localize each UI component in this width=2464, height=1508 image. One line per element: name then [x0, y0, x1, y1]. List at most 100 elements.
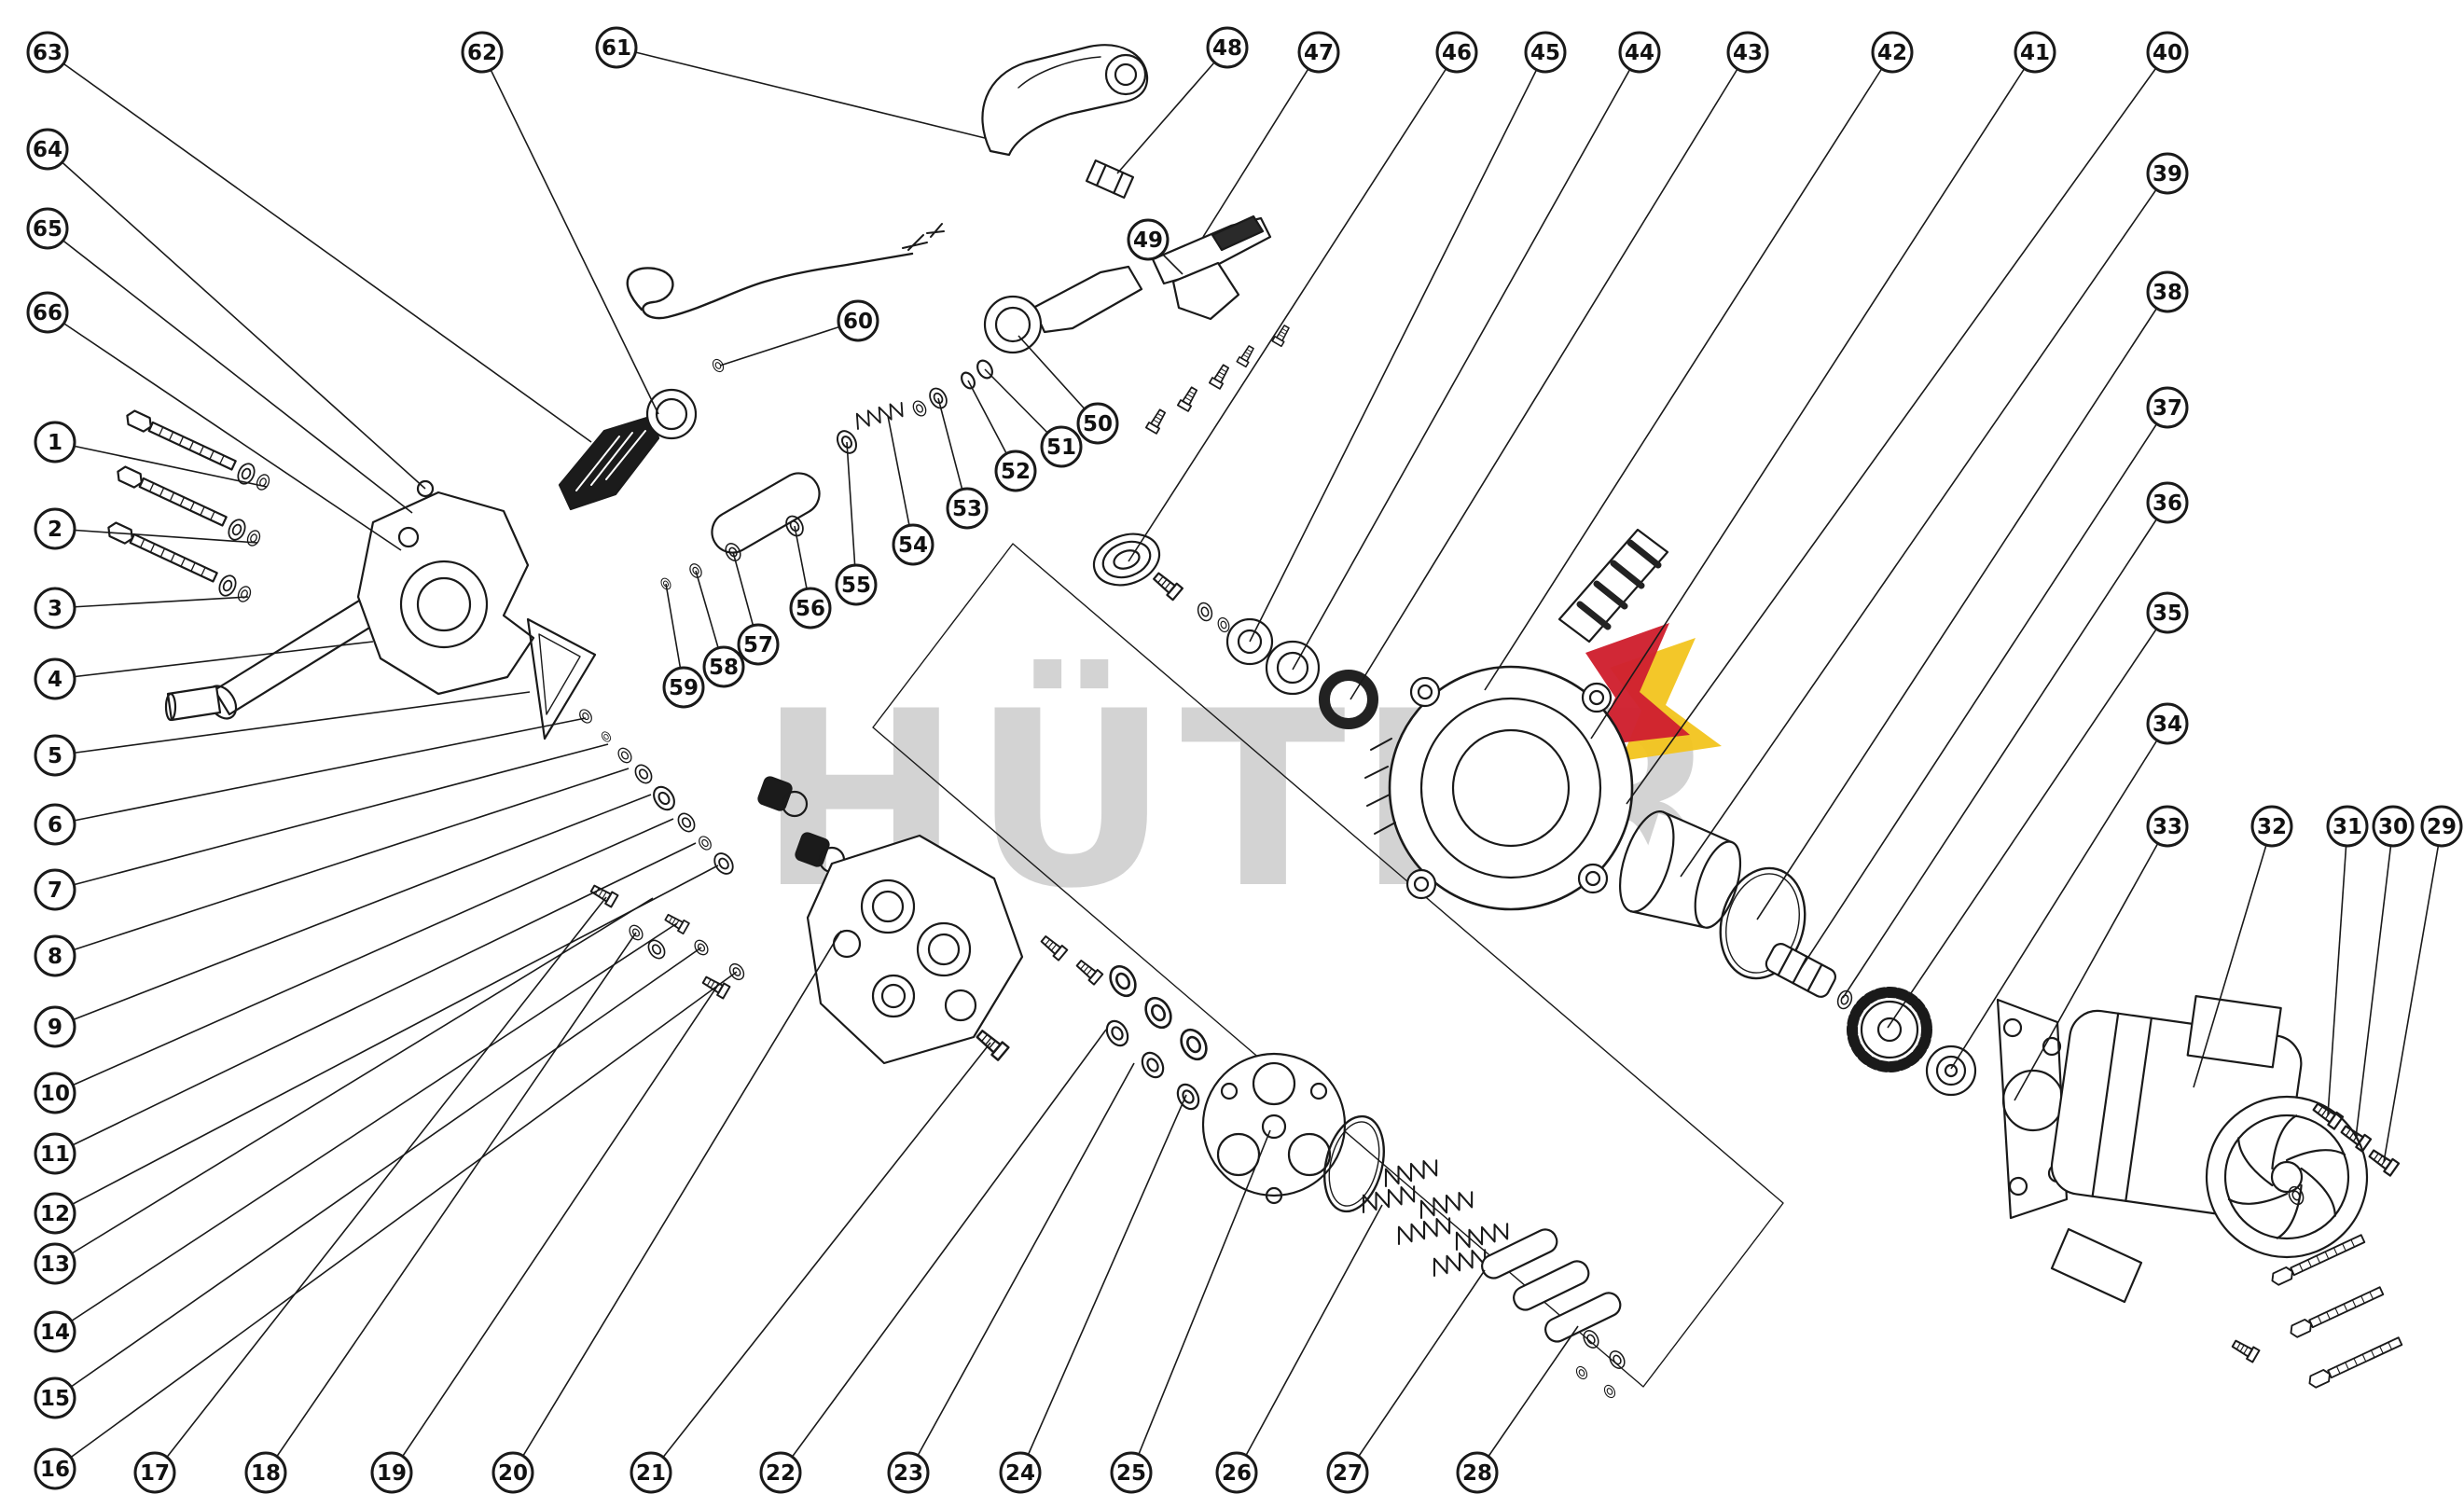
- svg-text:65: 65: [33, 217, 62, 242]
- callout-1: 1: [34, 421, 76, 463]
- callout-41: 41: [2014, 31, 2056, 74]
- leader-line-25: [1130, 1129, 1271, 1473]
- leader-line-28: [1476, 1325, 1579, 1473]
- svg-text:31: 31: [2332, 815, 2362, 839]
- svg-text:42: 42: [1877, 41, 1907, 65]
- callout-38: 38: [2146, 270, 2189, 313]
- callout-7: 7: [34, 868, 76, 911]
- svg-text:15: 15: [40, 1387, 70, 1411]
- svg-text:41: 41: [2020, 41, 2050, 65]
- piston-washers: [1573, 1327, 1628, 1401]
- svg-text:37: 37: [2153, 396, 2182, 421]
- leader-line-35: [1887, 612, 2168, 1029]
- callout-20: 20: [491, 1451, 534, 1494]
- svg-text:21: 21: [636, 1461, 666, 1486]
- callout-36: 36: [2146, 481, 2189, 524]
- callout-11: 11: [34, 1132, 76, 1175]
- svg-text:35: 35: [2153, 602, 2182, 626]
- leader-line-54: [887, 415, 914, 546]
- svg-text:64: 64: [33, 138, 62, 162]
- svg-text:4: 4: [48, 668, 62, 692]
- pump-head: [356, 491, 535, 696]
- svg-text:25: 25: [1116, 1461, 1146, 1486]
- svg-text:38: 38: [2153, 281, 2182, 305]
- callout-42: 42: [1871, 31, 1914, 74]
- svg-text:32: 32: [2257, 815, 2287, 839]
- leader-line-36: [1842, 502, 2168, 999]
- leader-line-34: [1950, 723, 2168, 1070]
- callout-60: 60: [837, 299, 879, 342]
- cylinder-sleeve: [1619, 810, 1742, 933]
- eccentric-shaft: [1765, 943, 1836, 998]
- callout-2: 2: [34, 507, 76, 550]
- callout-51: 51: [1040, 425, 1083, 468]
- svg-text:26: 26: [1222, 1461, 1252, 1486]
- leader-line-1: [54, 441, 268, 488]
- callout-47: 47: [1297, 31, 1340, 74]
- callout-64: 64: [26, 128, 69, 171]
- svg-text:40: 40: [2153, 41, 2182, 65]
- gun-internals: [658, 384, 951, 592]
- callout-21: 21: [630, 1451, 672, 1494]
- leader-line-7: [54, 743, 609, 891]
- svg-text:17: 17: [140, 1461, 170, 1486]
- callout-35: 35: [2146, 591, 2189, 634]
- svg-text:3: 3: [48, 597, 62, 621]
- svg-text:19: 19: [377, 1461, 407, 1486]
- callout-65: 65: [26, 207, 69, 250]
- callout-46: 46: [1435, 31, 1478, 74]
- leader-line-23: [907, 1062, 1135, 1473]
- svg-text:51: 51: [1046, 436, 1076, 460]
- svg-text:28: 28: [1462, 1461, 1492, 1486]
- callout-61: 61: [595, 26, 638, 69]
- motor-bracket: [1996, 998, 2069, 1220]
- gun-body: [961, 214, 1272, 390]
- leader-line-13: [54, 897, 654, 1265]
- seal-series: [576, 706, 738, 879]
- callout-9: 9: [34, 1005, 76, 1048]
- callout-19: 19: [370, 1451, 413, 1494]
- svg-text:57: 57: [743, 633, 773, 657]
- leader-line-21: [650, 1042, 991, 1473]
- svg-text:29: 29: [2427, 815, 2457, 839]
- callout-25: 25: [1110, 1451, 1153, 1494]
- callout-66: 66: [26, 291, 69, 334]
- svg-text:50: 50: [1083, 412, 1113, 436]
- leader-line-2: [54, 528, 258, 544]
- svg-text:53: 53: [952, 497, 982, 521]
- leader-lines: [47, 47, 2443, 1473]
- gun-screws: [1144, 323, 1293, 435]
- svg-text:18: 18: [251, 1461, 281, 1486]
- svg-text:2: 2: [48, 518, 62, 542]
- callout-52: 52: [994, 450, 1037, 492]
- mounting-bolts: [104, 408, 272, 604]
- leader-line-42: [1484, 51, 1893, 691]
- svg-text:43: 43: [1733, 41, 1763, 65]
- bellows-boot: [558, 356, 727, 511]
- svg-text:30: 30: [2378, 815, 2408, 839]
- svg-text:22: 22: [766, 1461, 796, 1486]
- svg-text:45: 45: [1530, 41, 1560, 65]
- callout-50: 50: [1076, 402, 1119, 445]
- svg-text:33: 33: [2153, 815, 2182, 839]
- leader-line-39: [1680, 173, 2168, 878]
- leader-line-27: [1347, 1269, 1486, 1473]
- svg-text:48: 48: [1212, 36, 1242, 61]
- callout-14: 14: [34, 1310, 76, 1353]
- svg-text:63: 63: [33, 41, 62, 65]
- callout-32: 32: [2250, 805, 2293, 848]
- svg-text:14: 14: [40, 1321, 70, 1345]
- leader-line-8: [54, 768, 630, 957]
- leader-line-44: [1292, 51, 1640, 671]
- callout-63: 63: [26, 31, 69, 74]
- svg-text:47: 47: [1304, 41, 1334, 65]
- pump-housing: [1364, 528, 1669, 911]
- callout-54: 54: [892, 523, 934, 566]
- leader-line-55: [846, 441, 857, 586]
- callout-37: 37: [2146, 386, 2189, 429]
- leader-line-9: [54, 794, 652, 1028]
- callout-62: 62: [461, 31, 504, 74]
- callout-56: 56: [789, 587, 832, 629]
- leader-line-66: [47, 311, 402, 551]
- svg-text:52: 52: [1001, 460, 1031, 484]
